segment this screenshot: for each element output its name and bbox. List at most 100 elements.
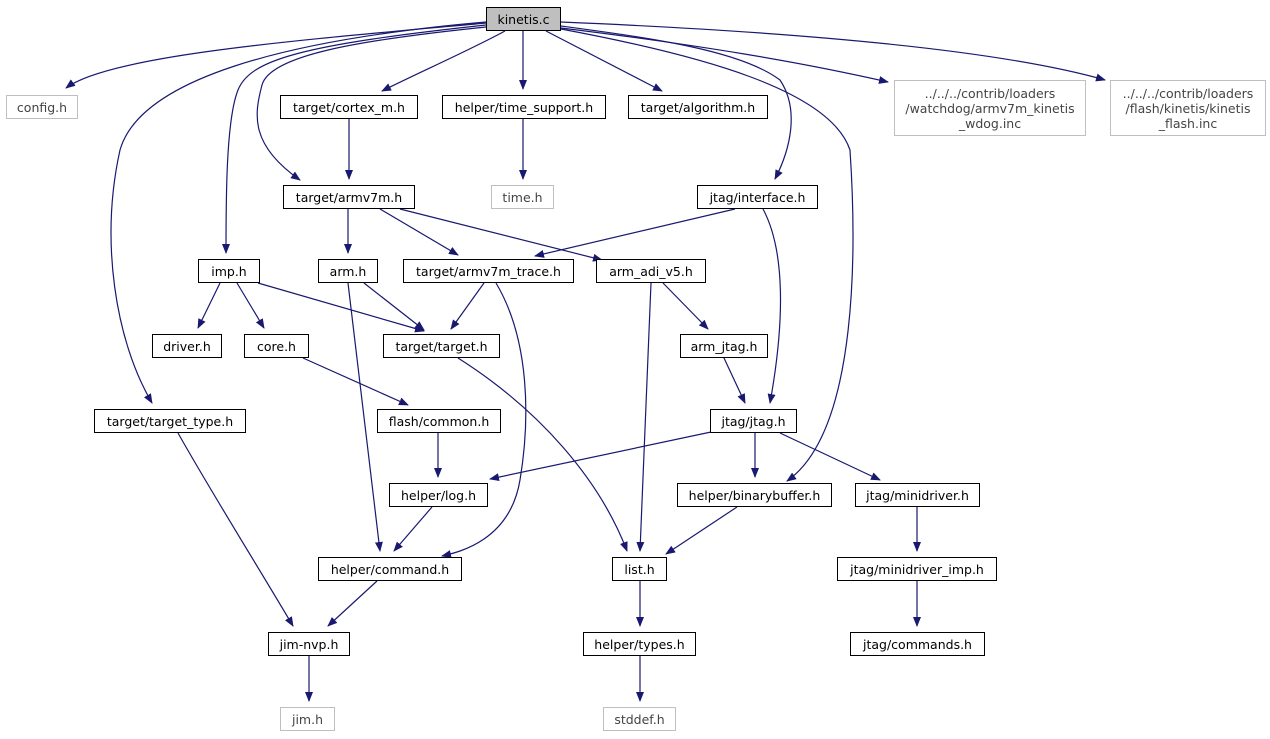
edge-kinetis-c-to-binarybuffer-h — [560, 28, 854, 482]
node-label-line: jtag/commands.h — [863, 636, 972, 652]
node-label-line: flash/common.h — [388, 413, 490, 429]
node-target-armv7m-h[interactable]: target/armv7m.h — [283, 185, 415, 209]
node-jtag-minidriver-imp-h[interactable]: jtag/minidriver_imp.h — [837, 557, 997, 581]
node-stddef-h: stddef.h — [603, 707, 676, 731]
edge-arm-jtag-h-to-jtag-h — [723, 357, 746, 404]
node-label-line: target/armv7m.h — [295, 189, 403, 205]
node-target-target-type-h[interactable]: target/target_type.h — [94, 409, 246, 433]
edge-imp-h-to-target-h — [257, 282, 425, 333]
node-armv7m-kinetis-wdog-inc: ../../../contrib/loaders/watchdog/armv7m… — [894, 80, 1086, 136]
node-label-line: helper/command.h — [330, 561, 450, 577]
edge-jtag-h-to-minidriver-h — [779, 432, 881, 481]
edge-armv7m-trace-h-to-target-h — [450, 282, 485, 330]
node-jtag-jtag-h[interactable]: jtag/jtag.h — [710, 409, 797, 433]
node-label-line: jim.h — [291, 711, 324, 727]
edge-arm-adi-v5-h-to-list-h — [636, 282, 652, 552]
node-driver-h[interactable]: driver.h — [152, 334, 222, 358]
node-time-h: time.h — [491, 185, 554, 209]
node-label-line: arm_adi_v5.h — [609, 263, 693, 279]
node-label-line: kinetis.c — [497, 11, 550, 27]
node-label-line: _wdog.inc — [958, 115, 1022, 131]
node-target-cortex-m-h[interactable]: target/cortex_m.h — [280, 95, 418, 119]
node-label-line: list.h — [624, 561, 655, 577]
node-label-line: jim-nvp.h — [279, 636, 339, 652]
node-label-line: target/algorithm.h — [640, 99, 756, 115]
edge-kinetis-c-to-interface-h — [560, 25, 792, 180]
edge-arm-adi-v5-h-to-arm-jtag-h — [662, 282, 709, 330]
node-label-line: _flash.inc — [1158, 115, 1218, 131]
node-label-line: jtag/minidriver_imp.h — [850, 561, 984, 577]
node-helper-binarybuffer-h[interactable]: helper/binarybuffer.h — [677, 483, 832, 507]
node-label-line: helper/binarybuffer.h — [688, 487, 821, 503]
node-label-line: target/target.h — [395, 338, 488, 354]
node-label-line: helper/types.h — [594, 636, 685, 652]
node-arm-jtag-h[interactable]: arm_jtag.h — [680, 334, 768, 358]
node-imp-h[interactable]: imp.h — [198, 259, 260, 283]
node-label-line: driver.h — [163, 338, 211, 354]
node-label-line: core.h — [257, 338, 296, 354]
node-core-h[interactable]: core.h — [244, 334, 309, 358]
edge-kinetis-c-to-cortex-m-h — [381, 30, 506, 92]
edge-kinetis-c-to-algorithm-h — [545, 30, 663, 92]
edge-log-h-to-command-h — [393, 506, 433, 552]
node-kinetis-c[interactable]: kinetis.c — [486, 7, 561, 31]
edge-arm-h-to-target-h — [363, 282, 425, 331]
node-label-line: /watchdog/armv7m_kinetis — [905, 100, 1075, 116]
node-label-line: jtag/jtag.h — [721, 413, 786, 429]
node-helper-time-support-h[interactable]: helper/time_support.h — [442, 95, 606, 119]
edge-binarybuffer-h-to-list-h — [665, 506, 738, 555]
node-label-line: arm_jtag.h — [690, 338, 758, 354]
edge-interface-h-to-jtag-h — [762, 208, 782, 404]
node-label-line: target/cortex_m.h — [293, 99, 405, 115]
node-kinetis-flash-inc: ../../../contrib/loaders/flash/kinetis/k… — [1110, 80, 1266, 136]
edge-kinetis-c-to-imp-h — [222, 24, 487, 254]
node-helper-log-h[interactable]: helper/log.h — [389, 483, 488, 507]
edge-arm-h-to-command-h — [347, 282, 383, 552]
edge-core-h-to-flash-common-h — [302, 357, 409, 406]
node-target-algorithm-h[interactable]: target/algorithm.h — [628, 95, 768, 119]
edge-armv7m-trace-h-to-command-h — [441, 282, 527, 558]
node-helper-types-h[interactable]: helper/types.h — [583, 632, 696, 656]
node-label-line: helper/log.h — [400, 487, 476, 503]
node-jim-nvp-h[interactable]: jim-nvp.h — [268, 632, 350, 656]
node-label-line: /flash/kinetis/kinetis — [1125, 100, 1251, 116]
node-target-armv7m-trace-h[interactable]: target/armv7m_trace.h — [403, 259, 574, 283]
edge-command-h-to-jim-nvp-h — [327, 580, 378, 627]
node-jim-h: jim.h — [280, 707, 335, 731]
edge-armv7m-h-to-armv7m-trace-h — [379, 208, 459, 256]
node-label-line: ../../../contrib/loaders — [924, 85, 1056, 101]
node-label-line: imp.h — [211, 263, 247, 279]
node-jtag-commands-h[interactable]: jtag/commands.h — [850, 632, 985, 656]
node-arm-adi-v5-h[interactable]: arm_adi_v5.h — [596, 259, 706, 283]
node-list-h[interactable]: list.h — [612, 557, 667, 581]
node-config-h: config.h — [6, 95, 78, 119]
node-label-line: stddef.h — [614, 711, 665, 727]
node-label-line: ../../../contrib/loaders — [1122, 85, 1254, 101]
node-label-line: jtag/minidriver.h — [866, 487, 969, 503]
edge-kinetis-c-to-armv7m-h — [256, 26, 487, 181]
edge-jtag-h-to-log-h — [489, 431, 712, 482]
node-label-line: arm.h — [329, 263, 367, 279]
node-label-line: config.h — [16, 99, 68, 115]
edge-target-type-h-to-jim-nvp-h — [177, 432, 294, 627]
node-jtag-minidriver-h[interactable]: jtag/minidriver.h — [855, 483, 980, 507]
node-label-line: target/armv7m_trace.h — [416, 263, 561, 279]
node-label-line: jtag/interface.h — [709, 189, 806, 205]
edge-interface-h-to-armv7m-trace-h — [534, 208, 736, 258]
edge-armv7m-h-to-arm-adi-v5-h — [399, 208, 603, 262]
edge-kinetis-c-to-wdog-inc — [560, 27, 889, 84]
edge-imp-h-to-driver-h — [197, 282, 221, 329]
node-helper-command-h[interactable]: helper/command.h — [318, 557, 462, 581]
node-flash-common-h[interactable]: flash/common.h — [377, 409, 501, 433]
node-jtag-interface-h[interactable]: jtag/interface.h — [697, 185, 818, 209]
edge-target-h-to-list-h — [457, 357, 628, 552]
edge-imp-h-to-core-h — [236, 282, 265, 329]
node-label-line: target/target_type.h — [106, 413, 234, 429]
node-target-target-h[interactable]: target/target.h — [383, 334, 500, 358]
node-label-line: time.h — [502, 189, 543, 205]
edge-kinetis-c-to-flash-inc — [560, 21, 1106, 82]
node-label-line: helper/time_support.h — [454, 99, 594, 115]
node-arm-h[interactable]: arm.h — [318, 259, 378, 283]
